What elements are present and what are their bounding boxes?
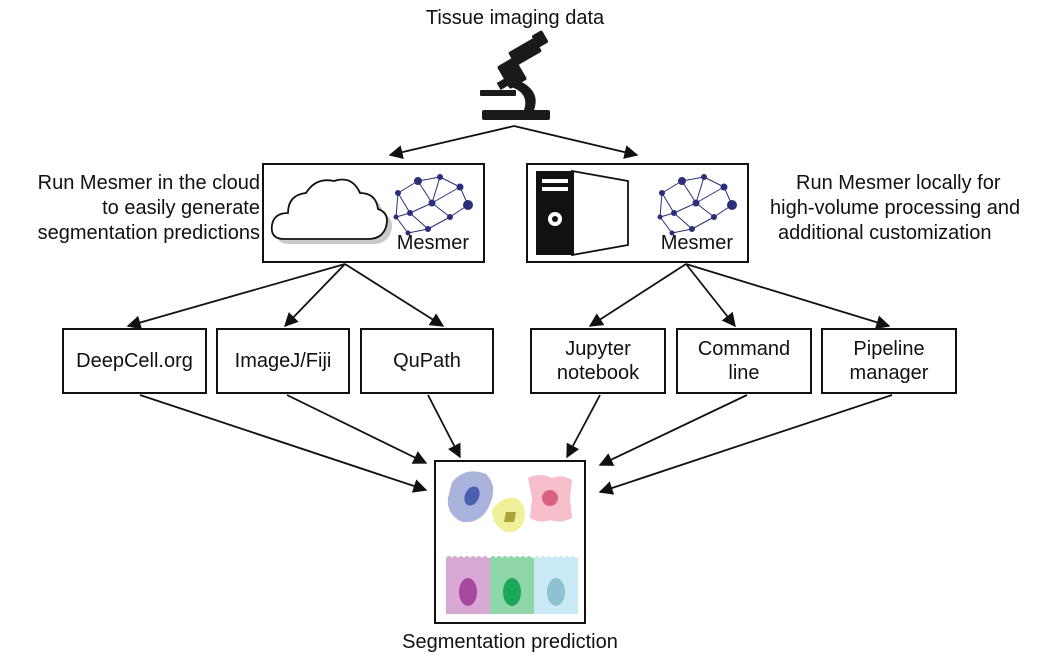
blue-nucleus (464, 486, 480, 506)
option-command-line1: Command (697, 338, 791, 360)
option-qupath-label: QuPath (393, 350, 461, 372)
microscope-icon (480, 30, 550, 120)
arrow-pipeline-to-output (598, 394, 893, 495)
computer-tower-icon (536, 169, 629, 257)
arrow-to-command-line (685, 263, 736, 328)
local-panel: Mesmer (526, 163, 749, 263)
bottom-label: Segmentation prediction (402, 631, 618, 653)
cyan-nucleus (547, 578, 565, 606)
arrow-to-jupyter (588, 263, 687, 327)
segmentation-output-box (434, 460, 586, 624)
neural-network-icon (657, 174, 737, 236)
arrow-imagej-to-output (286, 394, 428, 464)
cloud-mesmer-label: Mesmer (396, 232, 469, 254)
option-jupyter-line2: notebook (556, 362, 640, 384)
option-jupyter: Jupyter notebook (530, 328, 666, 394)
neural-network-icon (393, 174, 473, 236)
arrow-to-cloud-panel (388, 125, 515, 159)
purple-nucleus (459, 578, 477, 606)
cloud-panel: Mesmer (262, 163, 485, 263)
arrow-to-local-panel (513, 125, 639, 159)
green-nucleus (503, 578, 521, 606)
option-command-line: Command line (676, 328, 812, 394)
option-imagej-label: ImageJ/Fiji (234, 350, 332, 372)
arrow-jupyter-to-output (566, 394, 601, 459)
arrow-to-qupath (344, 263, 445, 327)
option-deepcell-label: DeepCell.org (76, 350, 193, 372)
cloud-panel-art (270, 174, 473, 244)
option-pipeline-line2: manager (849, 362, 929, 384)
option-command-line2: line (728, 362, 760, 384)
arrow-to-imagej (284, 263, 346, 328)
cloud-icon (270, 178, 392, 244)
arrow-to-pipeline (685, 263, 891, 330)
local-mesmer-label: Mesmer (660, 232, 733, 254)
local-panel-art (536, 169, 737, 257)
arrow-to-deepcell (126, 263, 346, 330)
top-label: Tissue imaging data (425, 7, 605, 29)
segmented-cells-icon (446, 471, 578, 614)
arrow-deepcell-to-output (139, 394, 428, 493)
arrow-qupath-to-output (427, 394, 461, 459)
option-pipeline: Pipeline manager (821, 328, 957, 394)
local-description: Run Mesmer locally for high-volume proce… (770, 172, 1021, 244)
yellow-nucleus (504, 512, 516, 522)
option-jupyter-line1: Jupyter (565, 338, 631, 360)
option-deepcell: DeepCell.org (62, 328, 207, 394)
option-imagej: ImageJ/Fiji (216, 328, 350, 394)
option-pipeline-line1: Pipeline (853, 338, 925, 360)
arrow-command-to-output (598, 394, 748, 466)
pink-nucleus (542, 490, 558, 506)
option-qupath: QuPath (360, 328, 494, 394)
cloud-description: Run Mesmer in the cloud to easily genera… (37, 172, 260, 244)
